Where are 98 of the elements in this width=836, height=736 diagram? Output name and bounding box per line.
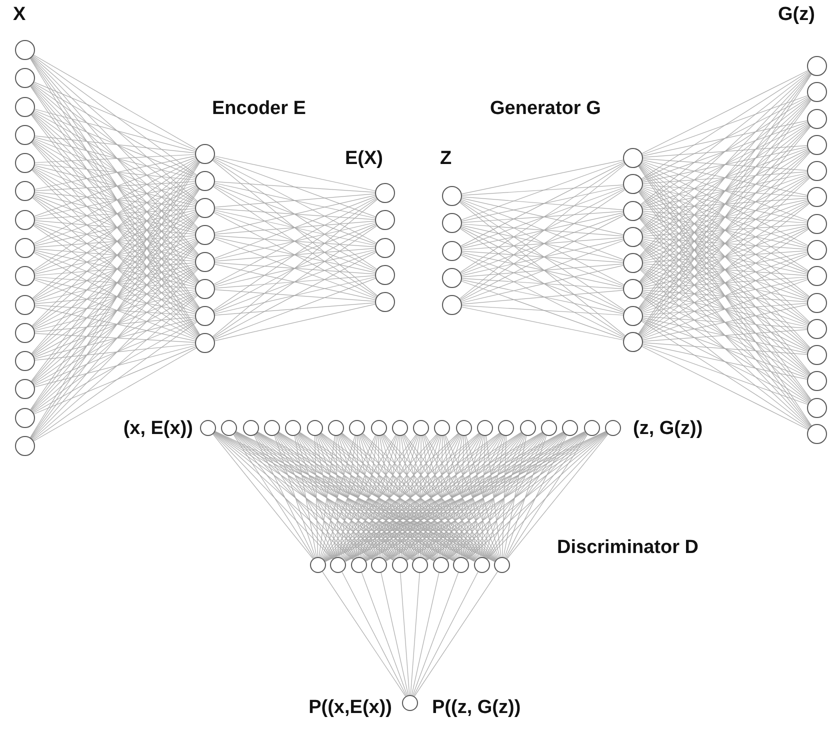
neuron-circle xyxy=(623,253,643,274)
neuron-circle xyxy=(15,294,35,315)
layer-label: P((x,E(x)) xyxy=(308,697,392,719)
neuron-circle xyxy=(15,124,35,145)
neuron-circle xyxy=(15,408,35,428)
neuron-circle xyxy=(330,557,346,573)
layer-label: (x, E(x)) xyxy=(123,418,193,440)
neuron-circle xyxy=(623,332,643,352)
neuron-circle xyxy=(195,333,215,353)
neuron-circle xyxy=(541,420,558,436)
neuron-circle xyxy=(221,420,238,436)
neuron-circle xyxy=(195,279,215,299)
neuron-circle xyxy=(432,557,449,573)
neuron-circle xyxy=(15,68,35,88)
neuron-circle xyxy=(807,187,827,208)
layer-label: (z, G(z)) xyxy=(633,418,703,440)
neuron-circle xyxy=(15,436,35,456)
neuron-circle xyxy=(474,557,490,573)
neuron-circle xyxy=(442,186,462,206)
neuron-circle xyxy=(807,161,827,182)
neuron-circle xyxy=(242,420,259,436)
neuron-circle xyxy=(520,420,536,436)
neuron-circle xyxy=(375,264,395,285)
neuron-circle xyxy=(350,557,367,573)
neuron-circle xyxy=(195,144,215,164)
neuron-circle xyxy=(434,420,450,436)
neuron-circle xyxy=(442,213,462,234)
neuron-circle xyxy=(807,424,827,444)
layer-label: P((z, G(z)) xyxy=(432,697,521,719)
neuron-circle xyxy=(584,420,600,436)
layer-label: Encoder E xyxy=(212,98,306,120)
neuron-circle xyxy=(413,420,430,436)
neuron-circle xyxy=(310,557,326,573)
neuron-circle xyxy=(623,174,643,194)
neuron-circle xyxy=(494,557,510,573)
neuron-circle xyxy=(442,268,462,288)
neuron-circle xyxy=(807,214,827,234)
neuron-circle xyxy=(442,240,462,260)
neuron-circle xyxy=(264,420,280,436)
neuron-circle xyxy=(195,252,215,272)
neuron-circle xyxy=(285,420,302,436)
neuron-circle xyxy=(442,295,462,315)
layer-label: Discriminator D xyxy=(557,537,698,559)
neuron-circle xyxy=(15,181,35,202)
neuron-circle xyxy=(807,318,827,339)
neuron-circle xyxy=(623,306,643,326)
neuron-circle xyxy=(15,351,35,372)
neuron-circle xyxy=(375,292,395,312)
neuron-circle xyxy=(349,420,366,436)
neuron-circle xyxy=(807,398,827,418)
neuron-circle xyxy=(807,345,827,366)
neuron-circle xyxy=(392,420,408,436)
neuron-circle xyxy=(370,420,387,436)
neuron-circle xyxy=(807,134,827,155)
neuron-circle xyxy=(15,266,35,286)
neuron-circle xyxy=(15,238,35,258)
neuron-circle xyxy=(623,279,643,300)
neuron-circle xyxy=(375,183,395,203)
neuron-circle xyxy=(195,306,215,326)
neuron-circle xyxy=(195,198,215,218)
neuron-circle xyxy=(15,210,35,230)
neuron-circle xyxy=(15,153,35,174)
layer-label: Generator G xyxy=(490,98,601,120)
neuron-circle xyxy=(807,240,827,260)
neuron-circle xyxy=(623,226,643,247)
neuron-circle xyxy=(807,266,827,286)
neuron-circle xyxy=(328,420,344,436)
neuron-circle xyxy=(15,40,35,60)
neuron-circle xyxy=(807,108,827,129)
neuron-circle xyxy=(807,82,827,102)
neuron-circle xyxy=(456,420,472,436)
layer-label: Z xyxy=(440,148,452,170)
neuron-circle xyxy=(375,238,395,258)
neuron-circle xyxy=(195,171,215,191)
neuron-circle xyxy=(605,420,621,436)
layer-label: X xyxy=(13,4,26,26)
neuron-circle xyxy=(562,420,578,436)
neuron-circle xyxy=(623,148,643,168)
neuron-circle xyxy=(371,557,388,573)
neuron-circle xyxy=(807,56,827,76)
neuron-circle xyxy=(807,371,827,392)
layer-label: G(z) xyxy=(778,4,815,26)
neuron-circle xyxy=(477,420,494,436)
neuron-circle xyxy=(453,557,470,573)
neuron-circle xyxy=(15,322,35,343)
neuron-circle xyxy=(498,420,514,436)
neuron-circle xyxy=(402,695,418,711)
neuron-circle xyxy=(375,210,395,230)
neuron-circle xyxy=(807,292,827,313)
neuron-circle xyxy=(623,200,643,221)
neuron-circle xyxy=(392,557,408,573)
layer-label: E(X) xyxy=(345,148,383,170)
neuron-circle xyxy=(15,379,35,400)
neuron-circle xyxy=(306,420,323,436)
neuron-circle xyxy=(412,557,428,573)
neuron-circle xyxy=(200,420,216,436)
neuron-circle xyxy=(15,96,35,117)
neuron-circle xyxy=(195,225,215,245)
